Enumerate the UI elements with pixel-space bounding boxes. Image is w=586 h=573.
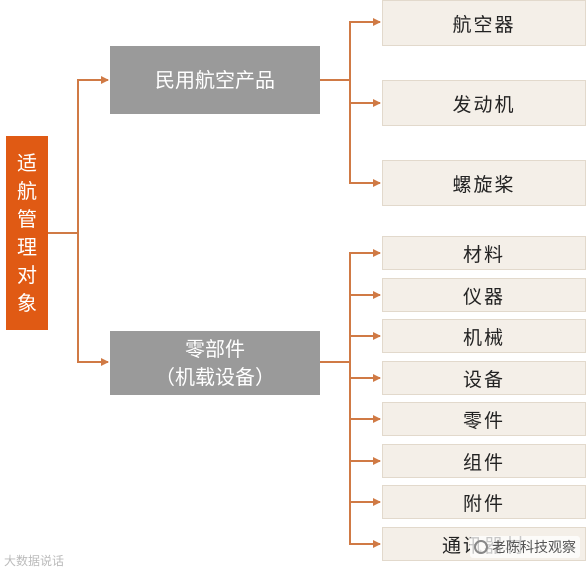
leaf-label: 组件: [462, 451, 505, 474]
leaf-node: 附件: [382, 485, 586, 519]
leaf-label: 螺旋桨: [452, 173, 516, 196]
leaf-node: 仪器: [382, 278, 586, 312]
branch-node-parts: 零部件 （机载设备）: [110, 331, 320, 395]
branch-label: 民用航空产品: [155, 68, 275, 92]
leaf-node: 发动机: [382, 80, 586, 126]
leaf-node: 组件: [382, 444, 586, 478]
leaf-label: 仪器: [462, 285, 505, 308]
leaf-label: 材料: [462, 243, 505, 266]
watermark-left-text: 大数据说话: [4, 554, 65, 568]
leaf-label: 机械: [462, 326, 505, 349]
leaf-node: 机械: [382, 319, 586, 353]
root-label: 适航管理对象: [17, 151, 37, 315]
watermark-left: 大数据说话: [4, 552, 64, 569]
leaf-label: 零件: [462, 409, 505, 432]
wechat-logo-icon: [474, 540, 488, 554]
leaf-node: 零件: [382, 402, 586, 436]
leaf-label: 航空器: [452, 13, 516, 36]
branch-label: 零部件: [185, 337, 245, 361]
watermark-right: 老陈科技观察: [470, 536, 580, 558]
branch-sublabel: （机载设备）: [155, 365, 275, 389]
leaf-node: 航空器: [382, 0, 586, 46]
leaf-label: 附件: [462, 492, 505, 515]
leaf-node: 螺旋桨: [382, 160, 586, 206]
leaf-node: 设备: [382, 361, 586, 395]
leaf-node: 材料: [382, 236, 586, 270]
watermark-right-text: 老陈科技观察: [492, 540, 576, 556]
root-node: 适航管理对象: [6, 136, 48, 330]
leaf-label: 设备: [462, 368, 505, 391]
leaf-label: 发动机: [452, 93, 516, 116]
branch-node-civil-aviation-products: 民用航空产品: [110, 46, 320, 114]
